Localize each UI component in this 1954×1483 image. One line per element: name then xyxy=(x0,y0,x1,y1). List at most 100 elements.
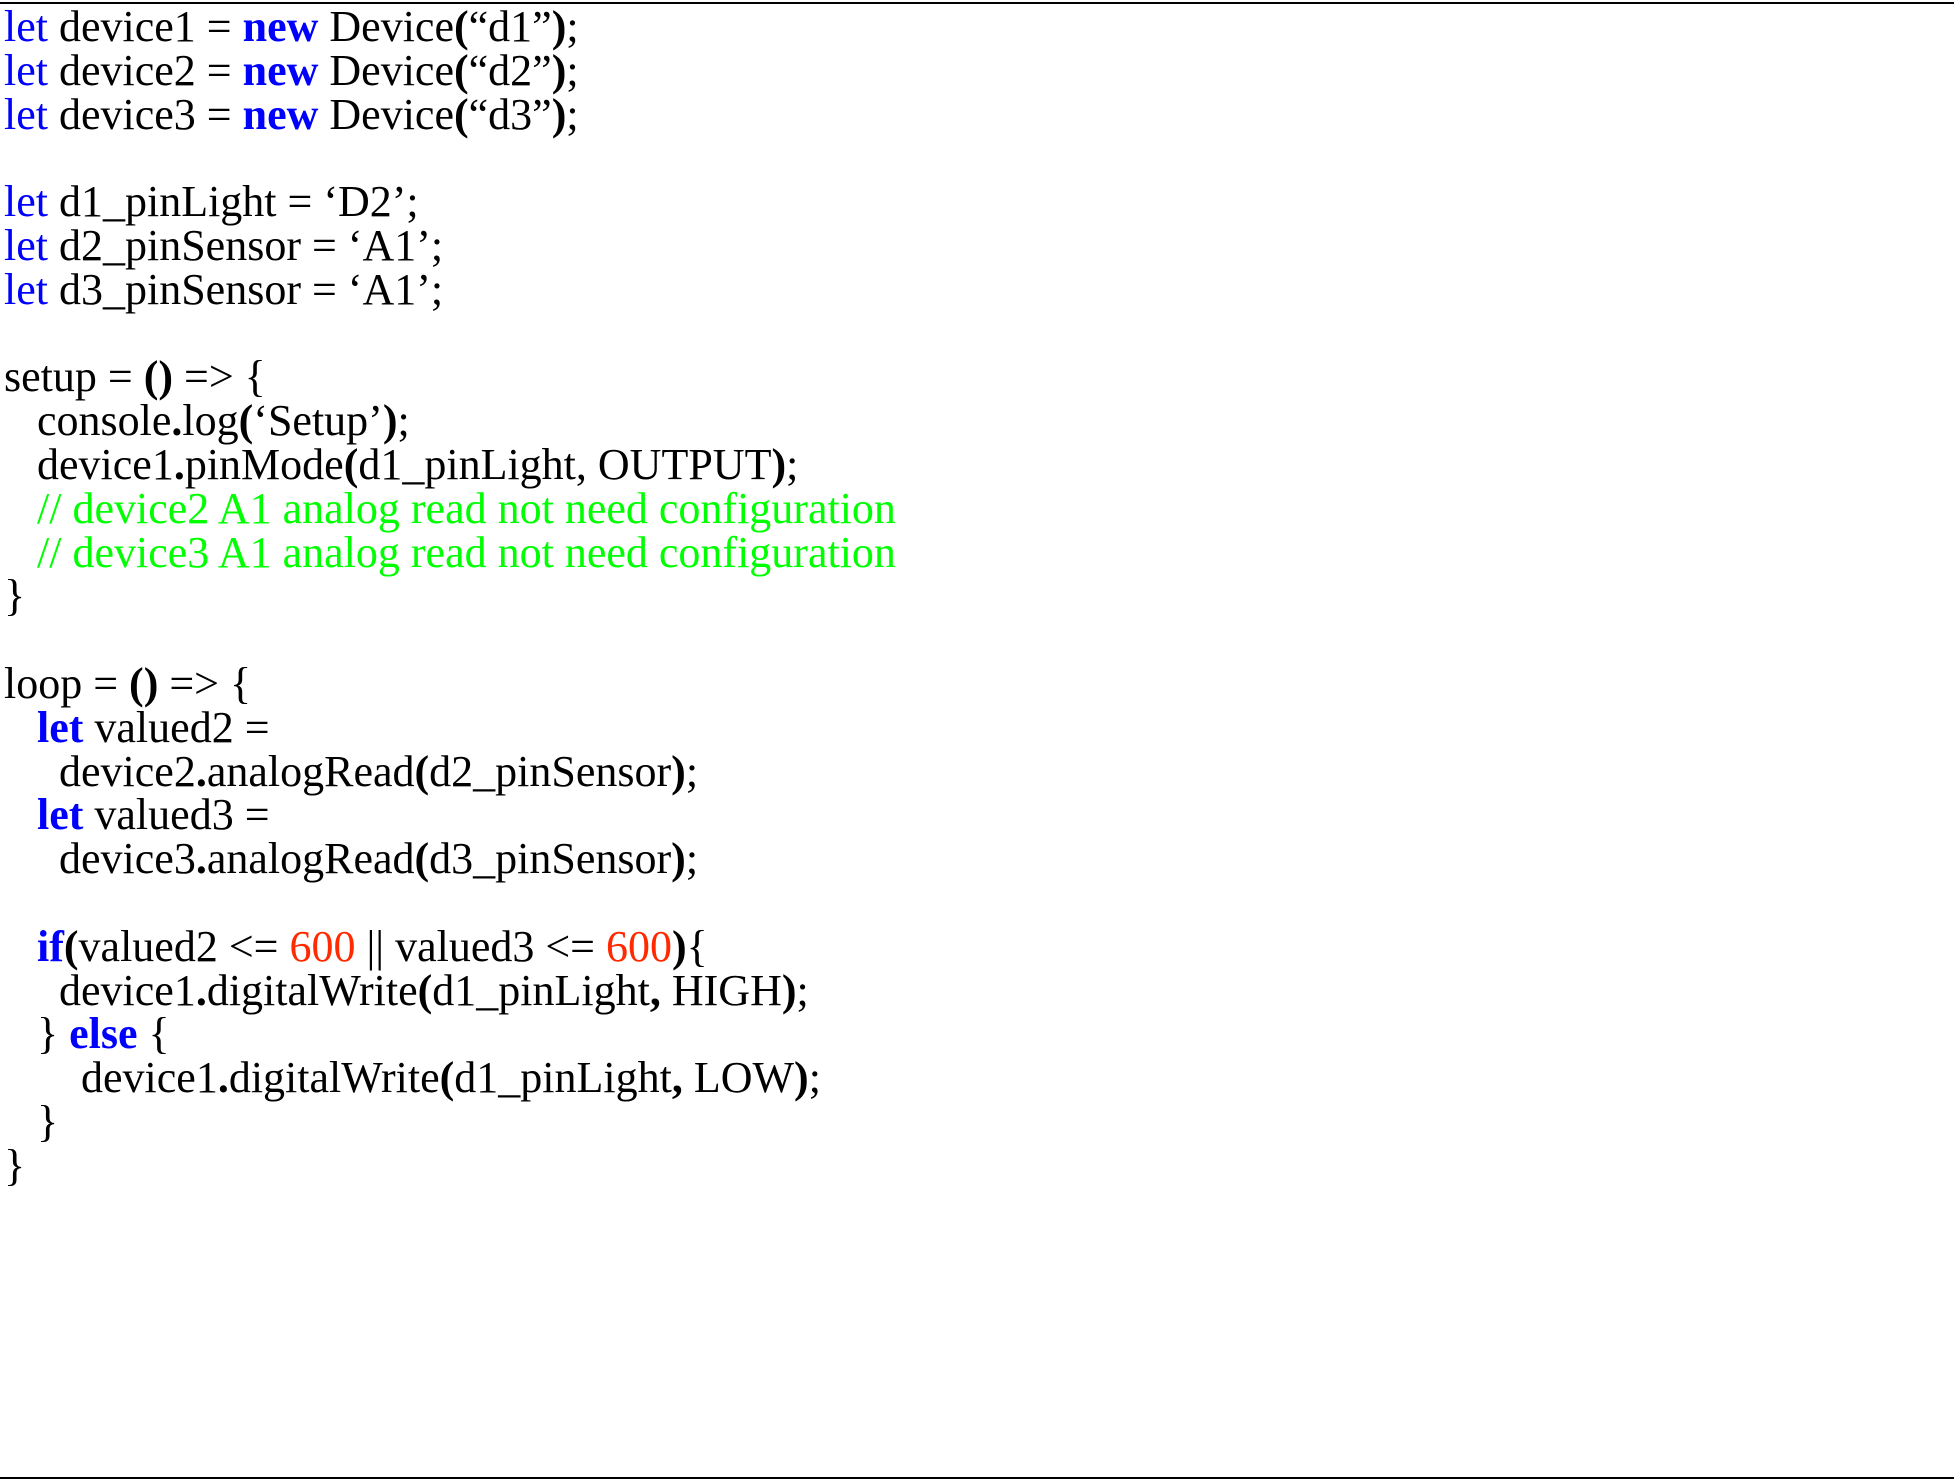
code-token: ) xyxy=(551,2,567,51)
code-line: console.log(‘Setup’); xyxy=(4,394,410,448)
code-token: pinMode xyxy=(184,440,344,489)
code-line: if(valued2 <= 600 || valued3 <= 600){ xyxy=(4,920,708,974)
code-token: { xyxy=(686,921,708,971)
code-token: ; xyxy=(566,89,579,139)
keyword-token: let xyxy=(4,89,48,139)
code-token: log xyxy=(182,396,239,446)
code-line: let d3_pinSensor = ‘A1’; xyxy=(4,263,443,317)
code-token: . xyxy=(173,440,185,489)
keyword-token: let xyxy=(37,790,84,840)
code-token: } xyxy=(4,1009,70,1059)
code-token: ) xyxy=(781,965,797,1015)
code-token: ( xyxy=(454,2,469,51)
code-token: , xyxy=(649,965,661,1015)
code-token: || valued3 <= xyxy=(355,921,606,971)
code-line: device1.digitalWrite(d1_pinLight, HIGH); xyxy=(4,964,809,1018)
code-token: “d3” xyxy=(468,89,552,139)
keyword-token: if xyxy=(37,921,64,971)
code-token: ) xyxy=(794,1053,809,1103)
code-token: ; xyxy=(566,45,579,95)
comment-token: // device2 A1 analog read not need confi… xyxy=(4,483,896,533)
code-token: “d2” xyxy=(468,45,552,95)
code-token: . xyxy=(195,746,207,796)
code-token: } xyxy=(4,1140,26,1190)
code-token: . xyxy=(171,396,183,446)
code-line: let valued3 = xyxy=(4,788,270,842)
code-token: device3 = xyxy=(47,89,243,139)
code-line: device1.digitalWrite(d1_pinLight, LOW); xyxy=(4,1051,821,1105)
code-token: device2 = xyxy=(47,45,243,95)
code-line: device1.pinMode(d1_pinLight, OUTPUT); xyxy=(4,438,798,492)
code-line: let device3 = new Device(“d3”); xyxy=(4,88,579,142)
keyword-token: let xyxy=(4,221,48,270)
code-line: device3.analogRead(d3_pinSensor); xyxy=(4,832,698,886)
code-token: device1 xyxy=(4,965,196,1015)
code-token: d3_pinSensor = ‘A1’; xyxy=(47,264,444,314)
bottom-rule xyxy=(0,1477,1954,1479)
code-line: device2.analogRead(d2_pinSensor); xyxy=(4,745,698,799)
code-token: device1 xyxy=(4,1053,218,1103)
keyword-token: let xyxy=(37,702,84,752)
code-token: ( xyxy=(343,440,359,489)
code-token: device3 xyxy=(4,834,196,884)
code-token: valued3 = xyxy=(83,790,270,840)
code-token: () xyxy=(143,352,174,402)
code-token: => { xyxy=(173,352,266,402)
code-token: Device xyxy=(318,2,454,51)
number-token: 600 xyxy=(606,921,672,971)
comment-token: // device3 A1 analog read not need confi… xyxy=(4,527,896,577)
keyword-token: new xyxy=(242,89,319,139)
code-line: } xyxy=(4,1139,25,1193)
code-token: . xyxy=(217,1053,229,1103)
code-token: () xyxy=(129,659,159,708)
code-token: Device xyxy=(318,45,454,95)
code-line: let valued2 = xyxy=(4,701,270,755)
code-line: setup = () => { xyxy=(4,350,266,404)
code-token: ( xyxy=(414,746,430,796)
code-line: } xyxy=(4,1095,58,1149)
code-token: } xyxy=(4,571,26,621)
top-rule xyxy=(0,2,1954,4)
code-line: } else { xyxy=(4,1007,170,1061)
code-token: analogRead xyxy=(206,746,415,796)
code-token: d3_pinSensor xyxy=(429,834,672,884)
code-token: device2 xyxy=(4,746,196,796)
keyword-token: let xyxy=(4,2,48,51)
code-line: let d2_pinSensor = ‘A1’; xyxy=(4,219,443,273)
code-token: } xyxy=(4,1097,59,1146)
code-token: valued2 <= xyxy=(78,921,290,971)
code-token: ; xyxy=(566,2,579,51)
code-token: ( xyxy=(63,921,79,971)
code-line: // device2 A1 analog read not need confi… xyxy=(4,482,896,536)
code-line: let device1 = new Device(“d1”); xyxy=(4,0,579,54)
code-token: ( xyxy=(417,965,433,1015)
code-token: ) xyxy=(671,834,686,884)
code-token: digitalWrite xyxy=(206,965,418,1015)
code-token: { xyxy=(137,1009,170,1059)
keyword-token: let xyxy=(4,264,48,314)
code-token: ) xyxy=(551,45,567,95)
code-line: } xyxy=(4,569,25,623)
code-token: valued2 = xyxy=(83,702,270,752)
code-token: , xyxy=(671,1053,683,1103)
code-token: HIGH xyxy=(660,965,782,1015)
code-token: ) xyxy=(551,89,567,139)
code-token: d1_pinLight xyxy=(454,1053,672,1103)
keyword-token: new xyxy=(242,2,319,51)
code-token: Device xyxy=(318,89,454,139)
code-token: d1_pinLight xyxy=(432,965,650,1015)
code-token: . xyxy=(195,834,207,884)
code-token: loop = xyxy=(4,659,130,708)
code-token: ; xyxy=(796,965,809,1015)
code-token: ; xyxy=(808,1053,821,1103)
code-token: ; xyxy=(685,834,699,884)
code-line: // device3 A1 analog read not need confi… xyxy=(4,526,896,580)
code-token: ) xyxy=(672,921,687,971)
keyword-token: new xyxy=(242,45,319,95)
code-token: ( xyxy=(454,89,469,139)
code-token: ; xyxy=(786,440,799,489)
code-token: device1 = xyxy=(47,2,243,51)
code-token: ) xyxy=(671,746,686,796)
code-token: ( xyxy=(439,1053,455,1103)
